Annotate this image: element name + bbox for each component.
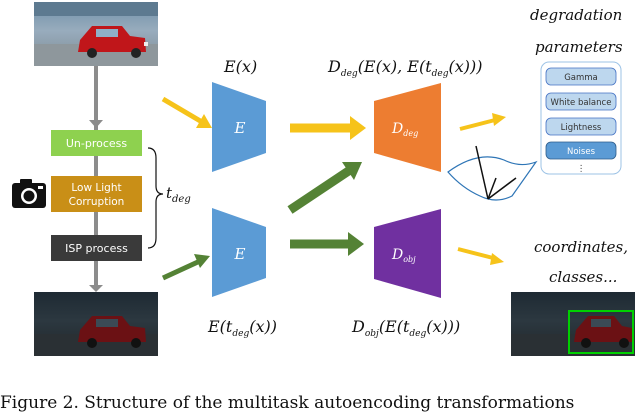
feature-space-surface: [447, 145, 538, 201]
encoder-bottom-label: E: [234, 245, 246, 263]
parameter-list: Gamma White balance Lightness Noises ⋮: [540, 61, 622, 175]
figure-caption: Figure 2. Structure of the multitask aut…: [0, 393, 574, 413]
camera-icon: [12, 179, 46, 208]
encoder-bottom: E: [212, 208, 266, 297]
arrow-encoder-to-dobj: [290, 232, 364, 256]
step-unprocess-box: [51, 130, 142, 156]
t-deg-label: tdeg: [166, 184, 191, 205]
input-photo: [34, 2, 158, 66]
param-item-2: [545, 117, 617, 136]
arrow-input-to-encoder: [161, 96, 212, 128]
low-light-photo: [34, 292, 158, 356]
param-item-3: [545, 141, 617, 160]
step-isp: ISP process: [51, 235, 142, 261]
label-coordinates: coordinates,: [534, 238, 628, 256]
arrow-encoder-to-ddeg-cross: [287, 162, 362, 214]
param-item-1: [545, 92, 617, 111]
step-low-light-line2: Corruption: [69, 196, 125, 208]
decoder-deg-label: Ddeg: [391, 121, 418, 138]
step-unprocess-label: Un-process: [66, 137, 128, 150]
step-low-light: Low Light Corruption: [51, 176, 142, 212]
step-low-light-box: [51, 176, 142, 212]
encoder-top-label: E: [234, 119, 246, 137]
t-deg-brace: [147, 147, 164, 249]
arrow-dark-to-encoder: [161, 254, 210, 281]
step-unprocess: Un-process: [51, 130, 142, 156]
label-ex: E(x): [223, 57, 257, 76]
encoder-top: E: [212, 82, 266, 172]
arrow-dobj-to-coords: [457, 247, 504, 265]
label-parameters: parameters: [535, 38, 623, 56]
label-classes: classes...: [549, 268, 617, 286]
output-photo: [511, 292, 635, 356]
detection-bbox: [568, 310, 634, 354]
arrow-ddeg-to-params: [459, 113, 506, 131]
param-item-2-label: Lightness: [561, 123, 602, 133]
param-item-0-label: Gamma: [564, 73, 598, 83]
step-isp-box: [51, 235, 142, 261]
step-isp-label: ISP process: [65, 242, 128, 255]
param-item-0: [545, 67, 617, 86]
param-ellipsis: ⋮: [577, 164, 586, 174]
param-item-3-label: Noises: [567, 147, 596, 157]
step-low-light-line1: Low Light: [71, 182, 121, 194]
decoder-obj: Dobj: [374, 209, 441, 298]
param-item-1-label: White balance: [551, 98, 612, 108]
decoder-obj-label: Dobj: [391, 247, 416, 264]
label-ddeg: Ddeg(E(x), E(tdeg(x))): [327, 57, 483, 79]
label-degradation: degradation: [530, 6, 622, 24]
arrow-encoder-to-ddeg: [290, 116, 366, 140]
label-et: E(tdeg(x)): [207, 317, 277, 339]
label-dobj: Dobj(E(tdeg(x))): [351, 317, 460, 339]
decoder-deg: Ddeg: [374, 83, 441, 172]
